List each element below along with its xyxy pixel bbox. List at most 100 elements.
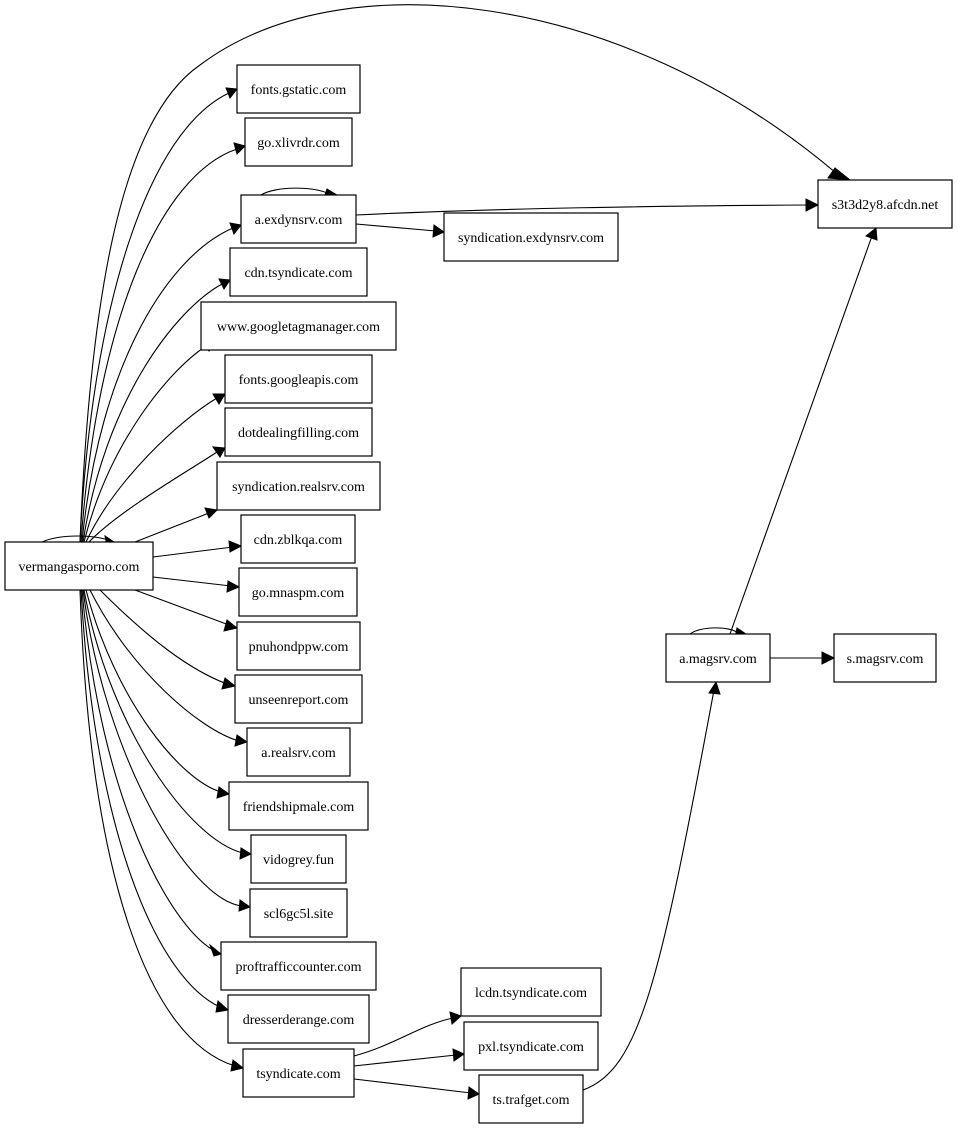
node-label: dresserderange.com [243, 1013, 355, 1028]
edge-line [89, 589, 240, 742]
edge-line [582, 689, 715, 1091]
node-dotdealingfilling: dotdealingfilling.com [224, 407, 373, 457]
edge-tsyndicate-to-ts-trafget [353, 1078, 481, 1100]
node-dresserderange: dresserderange.com [227, 994, 370, 1044]
arrowhead [708, 680, 721, 695]
node-box [460, 967, 602, 1017]
node-cdn-zblkqa: cdn.zblkqa.com [240, 514, 356, 564]
node-label: syndication.exdynsrv.com [458, 231, 604, 246]
node-box [833, 633, 937, 683]
node-a-magsrv: a.magsrv.com [665, 633, 771, 683]
node-label: a.exdynsrv.com [255, 213, 343, 228]
node-label: unseenreport.com [249, 693, 349, 708]
edge-vermangasporno-to-friendshipmale [85, 589, 231, 799]
node-label: cdn.tsyndicate.com [244, 266, 352, 281]
edge-vermangasporno-to-fonts-googleapis [85, 393, 226, 543]
arrowhead [229, 222, 242, 236]
edge-vermangasporno-to-dresserderange [80, 589, 230, 1013]
node-label: pnuhondppw.com [249, 640, 349, 655]
node-scl6gc5l: scl6gc5l.site [249, 888, 348, 938]
edge-line [353, 1017, 454, 1057]
arrowhead [239, 847, 253, 860]
node-syndication-realsrv: syndication.realsrv.com [216, 461, 381, 511]
arrowhead [467, 1086, 481, 1100]
node-syndication-exdynsrv: syndication.exdynsrv.com [443, 212, 619, 262]
node-label: proftrafficcounter.com [235, 960, 361, 975]
node-tsyndicate: tsyndicate.com [242, 1048, 355, 1098]
arrowhead [827, 167, 852, 181]
node-label: lcdn.tsyndicate.com [475, 986, 587, 1001]
edge-line [81, 589, 214, 951]
edge-vermangasporno-to-vidogrey [83, 589, 253, 860]
edge-vermangasporno-to-fonts-gstatic [79, 87, 238, 543]
edge-line [79, 92, 230, 543]
edge-line [689, 627, 739, 635]
edge-vermangasporno-to-a-exdynsrv [81, 222, 242, 543]
edge-a-exdynsrv-to-s3t3d2y8 [355, 198, 820, 216]
node-box [4, 541, 154, 591]
edge-line [83, 345, 207, 543]
edge-line [355, 223, 437, 232]
node-label: ts.trafget.com [493, 1093, 570, 1108]
arrowhead [225, 87, 238, 99]
node-a-realsrv: a.realsrv.com [246, 727, 351, 777]
node-box [244, 117, 353, 167]
edge-vermangasporno-to-cdn-zblkqa [152, 540, 243, 558]
node-box [220, 941, 377, 991]
node-a-exdynsrv: a.exdynsrv.com [240, 194, 357, 244]
edge-line [41, 535, 115, 543]
arrowhead [864, 227, 878, 241]
node-vidogrey: vidogrey.fun [250, 834, 347, 884]
edge-a-magsrv-to-s-magsrv [770, 651, 836, 665]
node-cdn-tsyndicate: cdn.tsyndicate.com [229, 247, 368, 297]
graph-nodes: vermangasporno.comfonts.gstatic.comgo.xl… [4, 64, 953, 1124]
node-box [250, 834, 347, 884]
edge-line [79, 4, 837, 543]
node-box [249, 888, 348, 938]
node-label: friendshipmale.com [243, 800, 355, 815]
node-label: tsyndicate.com [256, 1067, 340, 1082]
edge-vermangasporno-to-tsyndicate [79, 589, 245, 1072]
edge-vermangasporno-to-syndication-realsrv [134, 507, 219, 543]
node-googletagmanager: www.googletagmanager.com [200, 301, 397, 351]
edge-ts-trafget-to-a-magsrv [582, 680, 721, 1091]
node-box [463, 1021, 599, 1071]
node-unseenreport: unseenreport.com [234, 674, 363, 724]
node-label: vidogrey.fun [263, 853, 334, 868]
edge-line [99, 589, 228, 685]
node-label: cdn.zblkqa.com [254, 533, 343, 548]
arrowhead [805, 198, 820, 212]
node-box [238, 567, 358, 617]
arrowhead [230, 1059, 245, 1072]
node-box [242, 1048, 355, 1098]
node-label: syndication.realsrv.com [232, 480, 365, 495]
node-label: s3t3d2y8.afcdn.net [832, 198, 939, 213]
edge-vermangasporno-to-pnuhondppw [134, 589, 239, 632]
node-label: www.googletagmanager.com [217, 320, 380, 335]
arrowhead [233, 142, 246, 155]
node-friendshipmale: friendshipmale.com [228, 781, 369, 831]
node-go-mnaspm: go.mnaspm.com [238, 567, 358, 617]
node-box [229, 247, 368, 297]
edge-line [260, 187, 330, 196]
node-proftrafficcounter: proftrafficcounter.com [220, 941, 377, 991]
node-label: go.mnaspm.com [252, 586, 345, 601]
arrowhead [204, 507, 219, 519]
node-box [234, 674, 363, 724]
arrowhead [432, 224, 446, 238]
node-fonts-gstatic: fonts.gstatic.com [236, 64, 361, 114]
edge-line [152, 546, 234, 558]
arrowhead [218, 278, 231, 290]
edge-line [82, 283, 223, 543]
node-lcdn-tsyndicate: lcdn.tsyndicate.com [460, 967, 602, 1017]
edge-line [81, 227, 234, 543]
node-go-xlivrdr: go.xlivrdr.com [244, 117, 353, 167]
arrowhead [452, 1048, 466, 1062]
edge-vermangasporno-to-dotdealingfilling [88, 446, 226, 543]
edge-line [85, 589, 222, 793]
arrowhead [226, 580, 241, 593]
node-label: s.magsrv.com [847, 652, 924, 667]
arrowhead [211, 446, 226, 458]
edge-line [79, 589, 236, 1067]
